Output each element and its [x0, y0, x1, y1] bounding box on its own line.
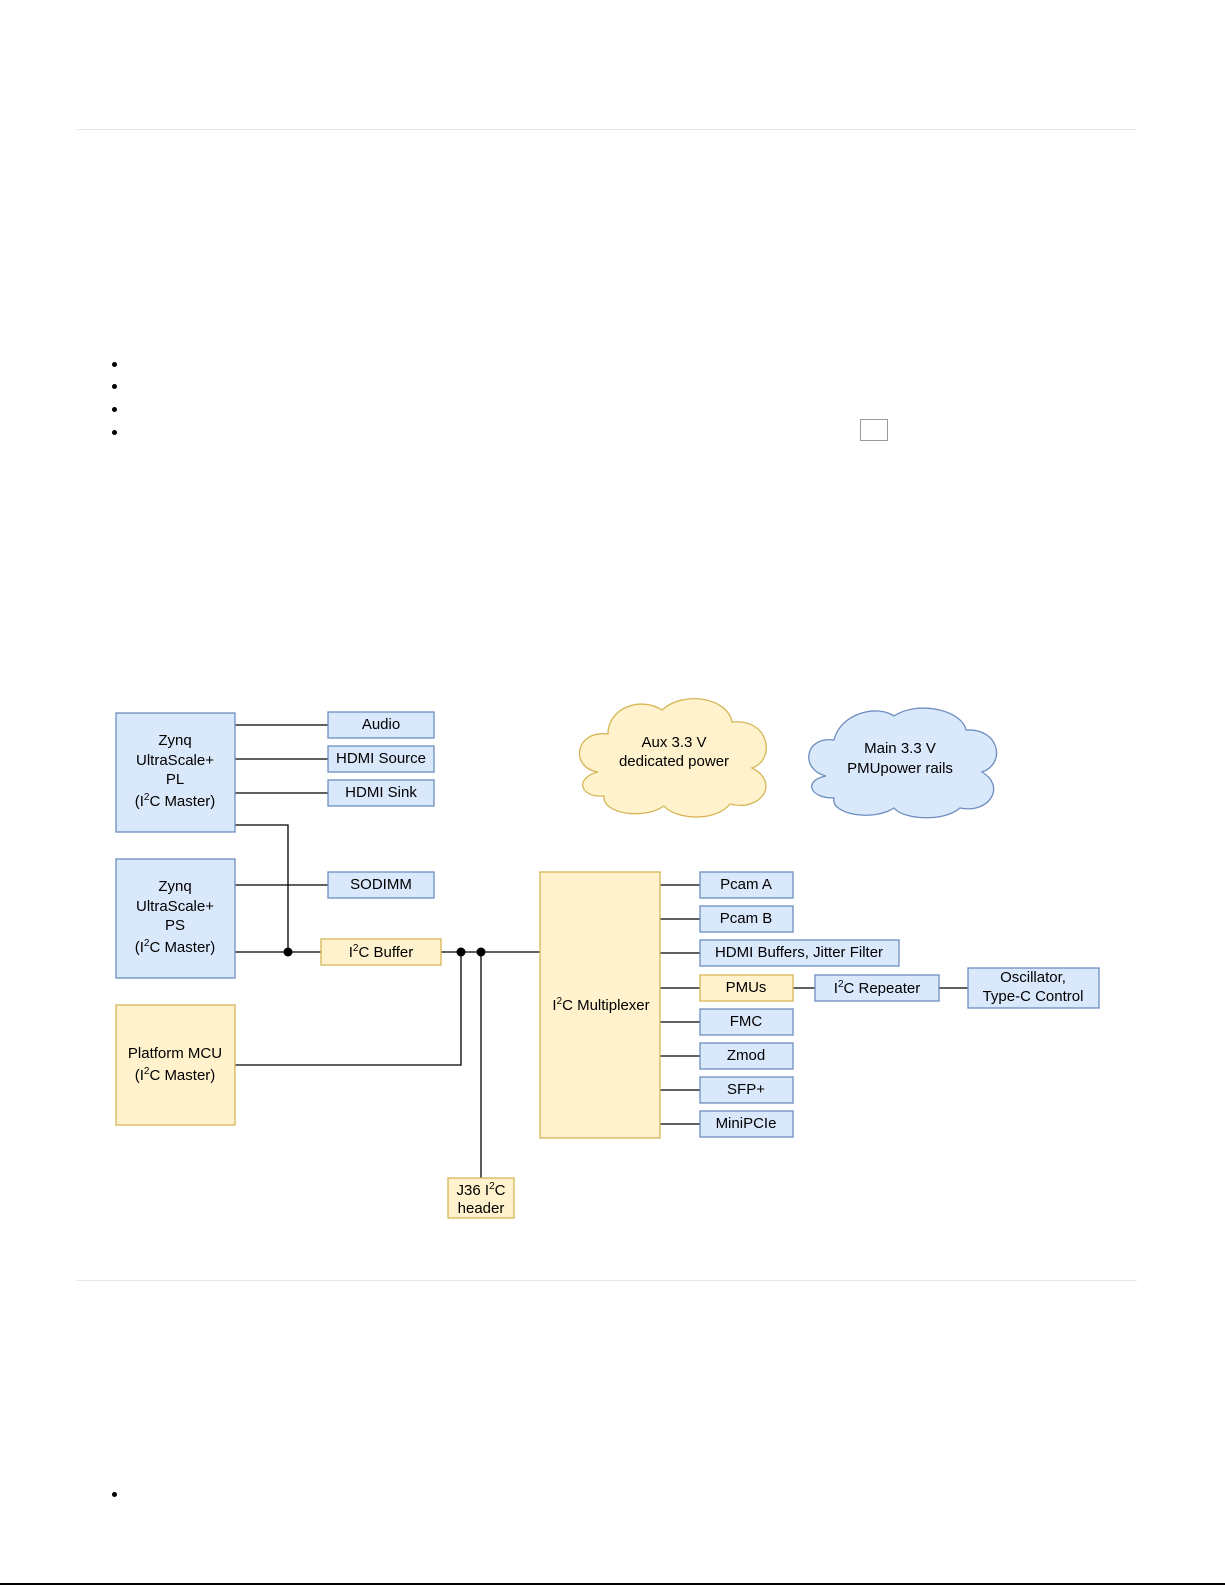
svg-text:FMC: FMC — [730, 1013, 763, 1030]
svg-text:I2C Buffer: I2C Buffer — [349, 943, 413, 961]
list-bullet — [112, 362, 117, 367]
hdmi-sink-node: HDMI Sink — [327, 779, 435, 807]
svg-text:header: header — [458, 1200, 505, 1217]
connector-lines — [235, 724, 968, 1178]
pcam-a-node: Pcam A — [699, 871, 794, 899]
svg-text:J36 I2C: J36 I2C — [457, 1181, 506, 1199]
svg-text:Zmod: Zmod — [727, 1047, 765, 1064]
i2c-block-diagram: Zynq UltraScale+ PL (I2C Master) Zynq Ul… — [115, 698, 1100, 1219]
svg-text:Pcam A: Pcam A — [720, 876, 772, 893]
audio-node: Audio — [327, 711, 435, 739]
svg-text:HDMI Buffers, Jitter Filter: HDMI Buffers, Jitter Filter — [715, 944, 883, 961]
svg-text:SODIMM: SODIMM — [350, 876, 412, 893]
page-bottom-rule — [0, 1583, 1225, 1585]
zmod-node: Zmod — [699, 1042, 794, 1070]
svg-text:(I2C Master): (I2C Master) — [135, 938, 216, 956]
svg-text:Platform MCU: Platform MCU — [128, 1045, 222, 1062]
hdmi-source-node: HDMI Source — [327, 745, 435, 773]
platform-mcu-node: Platform MCU (I2C Master) — [115, 1004, 236, 1126]
pcam-b-node: Pcam B — [699, 905, 794, 933]
junction-dot — [283, 947, 293, 957]
svg-text:UltraScale+: UltraScale+ — [136, 898, 214, 915]
svg-text:I2C Multiplexer: I2C Multiplexer — [552, 996, 649, 1014]
list-bullet — [112, 1492, 117, 1497]
svg-text:MiniPCIe: MiniPCIe — [716, 1115, 777, 1132]
oscillator-node: Oscillator, Type-C Control — [967, 967, 1100, 1009]
svg-text:PMUpower rails: PMUpower rails — [847, 760, 953, 777]
inline-image-placeholder — [860, 419, 888, 441]
svg-text:Zynq: Zynq — [158, 732, 191, 749]
svg-text:Main 3.3 V: Main 3.3 V — [864, 740, 936, 757]
junction-dot — [476, 947, 486, 957]
sfp-node: SFP+ — [699, 1076, 794, 1104]
svg-text:PL: PL — [166, 771, 184, 788]
svg-text:UltraScale+: UltraScale+ — [136, 752, 214, 769]
minipcie-node: MiniPCIe — [699, 1110, 794, 1138]
svg-text:PS: PS — [165, 917, 185, 934]
svg-text:HDMI Source: HDMI Source — [336, 750, 426, 767]
sodimm-node: SODIMM — [327, 871, 435, 899]
hdmi-buffers-node: HDMI Buffers, Jitter Filter — [699, 939, 900, 967]
junction-dot — [456, 947, 466, 957]
svg-text:SFP+: SFP+ — [727, 1081, 765, 1098]
pmus-node: PMUs — [699, 974, 794, 1002]
bottom-divider — [77, 1280, 1137, 1281]
svg-text:PMUs: PMUs — [726, 979, 767, 996]
svg-text:Oscillator,: Oscillator, — [1000, 969, 1066, 986]
list-bullet — [112, 384, 117, 389]
i2c-repeater-node: I2C Repeater — [814, 974, 940, 1002]
i2c-multiplexer-node: I2C Multiplexer — [539, 871, 661, 1139]
svg-text:Aux 3.3 V: Aux 3.3 V — [641, 734, 706, 751]
zynq-pl-node: Zynq UltraScale+ PL (I2C Master) — [115, 712, 236, 833]
svg-text:Pcam B: Pcam B — [720, 910, 773, 927]
fmc-node: FMC — [699, 1008, 794, 1036]
svg-text:HDMI Sink: HDMI Sink — [345, 784, 417, 801]
j36-header-node: J36 I2C header — [447, 1177, 515, 1219]
svg-text:I2C Repeater: I2C Repeater — [834, 979, 920, 997]
i2c-buffer-node: I2C Buffer — [320, 938, 442, 966]
list-bullet — [112, 430, 117, 435]
svg-text:Zynq: Zynq — [158, 878, 191, 895]
svg-text:Audio: Audio — [362, 716, 400, 733]
main-power-cloud: Main 3.3 V PMUpower rails — [808, 707, 998, 819]
svg-text:Type-C Control: Type-C Control — [983, 988, 1084, 1005]
zynq-ps-node: Zynq UltraScale+ PS (I2C Master) — [115, 858, 236, 979]
aux-power-cloud: Aux 3.3 V dedicated power — [578, 698, 767, 818]
svg-text:(I2C Master): (I2C Master) — [135, 1066, 216, 1084]
top-divider — [77, 129, 1137, 130]
svg-text:dedicated power: dedicated power — [619, 753, 729, 770]
svg-text:(I2C Master): (I2C Master) — [135, 792, 216, 810]
list-bullet — [112, 407, 117, 412]
